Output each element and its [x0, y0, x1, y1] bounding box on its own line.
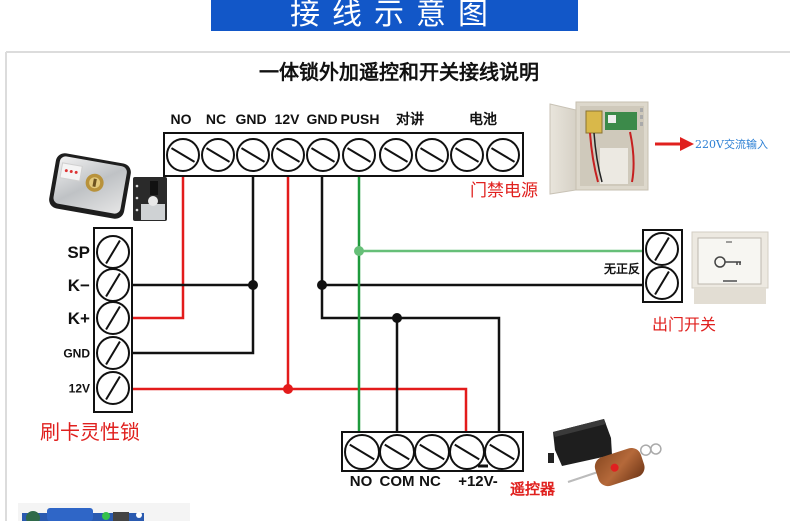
exit-switch-screws [645, 232, 679, 300]
ac-input-label: 220V交流输入 [695, 137, 768, 151]
power-terminal-label: PUSH [341, 111, 380, 127]
power-screws [166, 138, 520, 172]
lock-terminal-screw [96, 371, 130, 405]
junction-dot [283, 384, 293, 394]
power-terminal-screw [486, 138, 520, 172]
exit-switch-terminal-screw [645, 232, 679, 266]
power-terminal-label: 对讲 [396, 111, 424, 128]
power-terminal-label: GND [235, 111, 266, 127]
remote-terminal-label: NC [419, 473, 441, 490]
fob-button [610, 463, 619, 472]
remote-receiver-image [548, 419, 662, 487]
remote-terminal-screw [414, 434, 450, 470]
exit-switch-terminal-screw [645, 266, 679, 300]
lock-terminal-label: SP [67, 243, 90, 262]
lock-terminal-screw [96, 301, 130, 335]
lock-terminal-screw [96, 268, 130, 302]
junction-dot [354, 246, 364, 256]
remote-terminal-label: +12V- [458, 473, 498, 490]
banner: 接线示意图 [211, 0, 578, 32]
exit-button-image [691, 231, 769, 304]
power-terminal-label: NO [171, 111, 192, 127]
wire-power-supply-no-to-lock-k+ [130, 172, 185, 320]
remote-screws [344, 434, 520, 470]
remote-label: 遥控器 [510, 480, 556, 498]
banner-background [211, 0, 578, 31]
power-terminal-label: 12V [275, 111, 301, 127]
exit-switch-label: 出门开关 [652, 315, 716, 334]
junction-dot [392, 313, 402, 323]
power-terminal-screw [271, 138, 305, 172]
arrow-right-icon [680, 137, 694, 151]
banner-title: 接线示意图 [290, 0, 500, 32]
lock-label: 刷卡灵性锁 [40, 420, 140, 444]
power-supply-label: 门禁电源 [470, 181, 538, 201]
exit-switch-terminal-block [642, 229, 683, 303]
diagram-heading: 一体锁外加遥控和开关接线说明 [259, 60, 539, 84]
strike-plate-image [133, 177, 167, 221]
wires [130, 172, 645, 436]
power-supply-image [549, 101, 649, 195]
lock-terminal-label: K− [68, 276, 90, 295]
lock-terminal-label: K+ [68, 309, 90, 328]
power-terminal-screw [415, 138, 449, 172]
power-terminal-label: 电池 [469, 111, 497, 128]
power-terminal-label: GND [306, 111, 337, 127]
power-terminal-screw [236, 138, 270, 172]
power-terminal-label: NC [206, 111, 226, 127]
remote-terminal-screw [344, 434, 380, 470]
junction-dot [248, 280, 258, 290]
lock-terminal-screw [96, 235, 130, 269]
integrated-lock-image [49, 153, 167, 221]
remote-terminal-screw [449, 434, 485, 470]
power-terminal-screw [450, 138, 484, 172]
ac-input-arrow [655, 137, 694, 151]
relay-board-image [18, 503, 190, 521]
power-terminal-screw [379, 138, 413, 172]
lock-screws [96, 235, 130, 405]
remote-terminal-label: NO [350, 473, 373, 490]
wire-lock-12v-to-remote-+12v [130, 387, 468, 436]
polarity-note: 无正反 [603, 261, 640, 276]
power-terminal-screw [342, 138, 376, 172]
wire-power-supply-gnd-to-remote-v- [320, 172, 501, 436]
wire-power-supply-gnd-to-lock-gnd [130, 172, 255, 355]
remote-terminal-screw [484, 434, 520, 470]
lock-terminal-label: 12V [69, 381, 90, 395]
junction-dot [317, 280, 327, 290]
remote-terminal-screw [379, 434, 415, 470]
power-terminal-screw [201, 138, 235, 172]
lock-terminal-labels: SP K− K+ GND 12V [63, 243, 90, 395]
lock-terminal-label: GND [63, 346, 90, 360]
power-terminal-screw [306, 138, 340, 172]
content-frame [5, 51, 790, 521]
lock-terminal-block: SP K− K+ GND 12V [63, 227, 133, 413]
lock-terminal-screw [96, 336, 130, 370]
power-terminal-screw [166, 138, 200, 172]
remote-fob-image [594, 443, 662, 487]
remote-terminal-label: COM [380, 473, 415, 490]
